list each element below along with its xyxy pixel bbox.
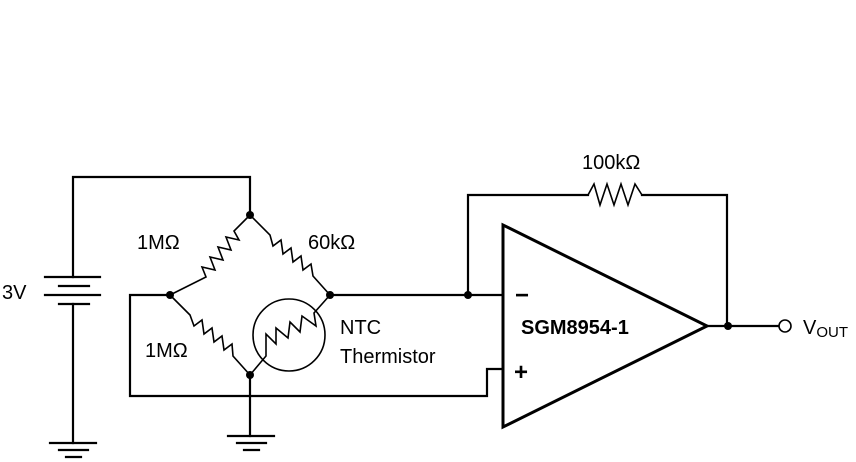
wire-feedback	[466, 193, 729, 328]
node-output	[724, 322, 732, 330]
output-label: VOUT	[803, 317, 848, 341]
opamp-inverting-sign: −	[515, 282, 529, 309]
resistor-bottom-left	[169, 294, 251, 376]
ground-icon	[48, 441, 98, 459]
resistor-feedback-label: 100kΩ	[582, 152, 640, 174]
opamp-part-label: SGM8954-1	[521, 317, 629, 339]
resistor-top-left	[169, 214, 251, 296]
output-label-main: V	[803, 317, 817, 339]
battery-symbol	[43, 275, 102, 306]
thermistor-label-line1: NTC	[340, 317, 381, 339]
battery-label: 3V	[2, 282, 27, 304]
thermistor-label-line2: Thermistor	[340, 346, 436, 368]
resistor-bottom-left-label: 1MΩ	[145, 340, 188, 362]
output-label-sub: OUT	[816, 324, 848, 341]
node-bridge-top	[246, 211, 254, 219]
opamp-noninverting-sign: +	[514, 359, 528, 386]
ntc-thermistor-symbol	[249, 294, 331, 376]
resistor-top-right-label: 60kΩ	[308, 232, 355, 254]
resistor-feedback	[587, 181, 643, 208]
resistor-top-left-label: 1MΩ	[137, 232, 180, 254]
ground-icon	[226, 434, 276, 452]
opamp-symbol	[501, 222, 711, 430]
wire-battery-top	[71, 175, 252, 279]
wire-left-to-noninverting	[128, 293, 505, 398]
output-terminal	[778, 319, 792, 333]
resistor-top-right	[249, 214, 331, 296]
